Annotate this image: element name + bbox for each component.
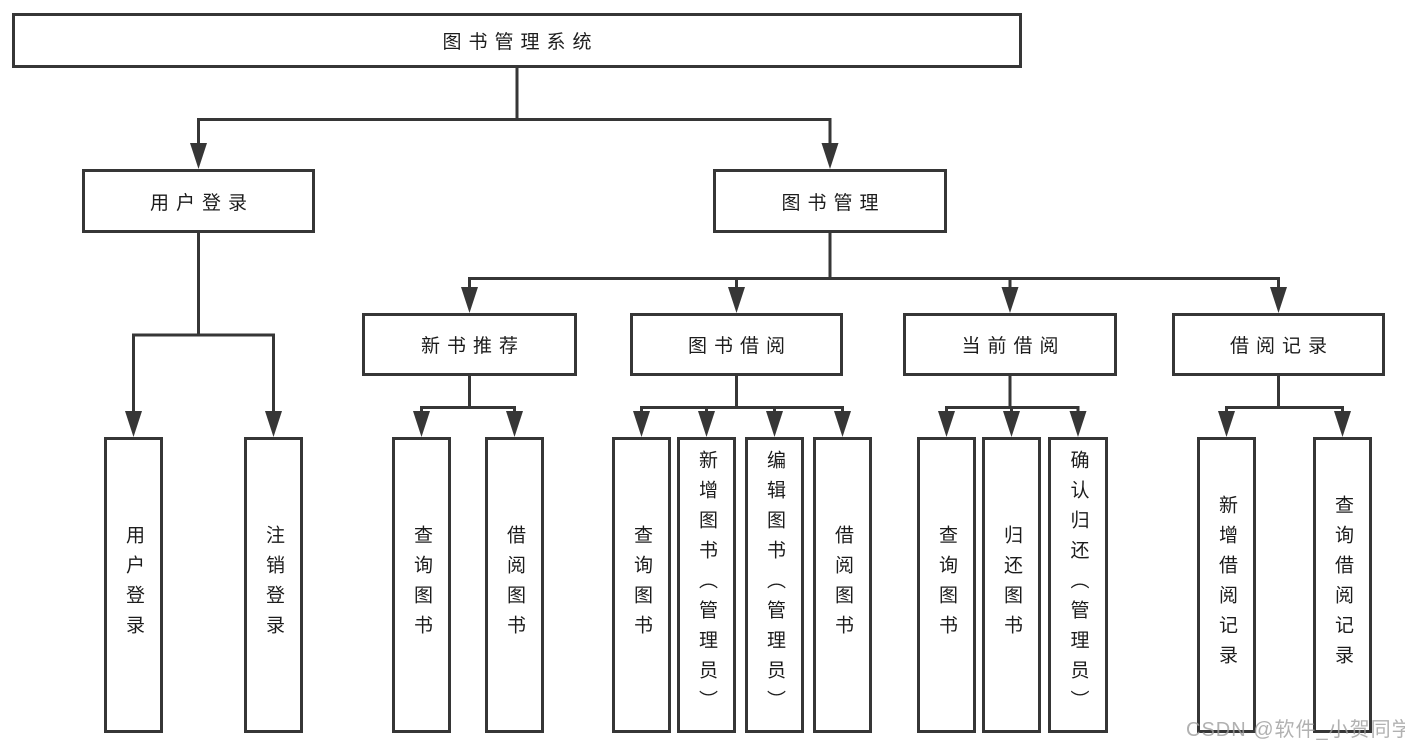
arrowhead-icon — [938, 411, 955, 437]
leaf-label: 新增借阅记录 — [1216, 495, 1237, 675]
arrowhead-icon — [1270, 287, 1287, 313]
arrowhead-icon — [766, 411, 783, 437]
leaf-label: 查询图书 — [411, 525, 432, 645]
leaf-borrow-books-recommend: 借阅图书 — [485, 437, 544, 733]
arrowhead-icon — [265, 411, 282, 437]
arrowhead-icons — [125, 143, 1351, 437]
arrowhead-icon — [728, 287, 745, 313]
arrowhead-icon — [1003, 411, 1020, 437]
leaf-return-books: 归还图书 — [982, 437, 1041, 733]
leaf-query-borrow-record: 查询借阅记录 — [1313, 437, 1372, 733]
leaf-confirm-return-admin: 确认归还（管理员） — [1048, 437, 1108, 733]
leaf-add-borrow-record: 新增借阅记录 — [1197, 437, 1256, 733]
elbow-connectors — [132, 68, 1344, 431]
leaf-query-books-recommend: 查询图书 — [392, 437, 451, 733]
leaf-label: 归还图书 — [1001, 525, 1022, 645]
leaf-logout: 注销登录 — [244, 437, 303, 733]
node-borrow-records: 借阅记录 — [1172, 313, 1385, 376]
leaf-edit-books-admin: 编辑图书（管理员） — [745, 437, 804, 733]
leaf-user-login: 用户登录 — [104, 437, 163, 733]
leaf-label: 查询图书 — [936, 525, 957, 645]
arrowhead-icon — [413, 411, 430, 437]
leaf-label: 借阅图书 — [504, 525, 525, 645]
leaf-add-books-admin: 新增图书（管理员） — [677, 437, 736, 733]
node-current-borrowing: 当前借阅 — [903, 313, 1117, 376]
arrowhead-icon — [1334, 411, 1351, 437]
arrowhead-icon — [698, 411, 715, 437]
node-book-management: 图书管理 — [713, 169, 947, 233]
leaf-label: 查询借阅记录 — [1332, 495, 1353, 675]
arrowhead-icon — [190, 143, 207, 169]
arrowhead-icon — [1001, 287, 1019, 313]
leaf-label: 新增图书（管理员） — [696, 450, 717, 720]
arrowhead-icon — [506, 411, 523, 437]
arrowhead-icon — [821, 143, 839, 169]
leaf-label: 用户登录 — [123, 525, 144, 645]
arrowhead-icon — [834, 411, 851, 437]
arrowhead-icon — [633, 411, 650, 437]
arrowhead-icon — [461, 287, 478, 313]
arrowhead-icon — [1218, 411, 1235, 437]
leaf-label: 编辑图书（管理员） — [764, 450, 785, 720]
node-user-login: 用户登录 — [82, 169, 315, 233]
leaf-query-books-borrowing: 查询图书 — [612, 437, 671, 733]
leaf-label: 查询图书 — [631, 525, 652, 645]
leaf-label: 借阅图书 — [832, 525, 853, 645]
node-book-borrowing: 图书借阅 — [630, 313, 843, 376]
leaf-query-books-current: 查询图书 — [917, 437, 976, 733]
arrowhead-icon — [1069, 411, 1087, 437]
leaf-label: 注销登录 — [263, 525, 284, 645]
csdn-watermark: CSDN @软件_小贺同学 — [1186, 719, 1405, 741]
node-new-book-recommend: 新书推荐 — [362, 313, 577, 376]
leaf-label: 确认归还（管理员） — [1067, 450, 1089, 720]
arrowhead-icon — [125, 411, 142, 437]
leaf-borrow-books: 借阅图书 — [813, 437, 872, 733]
node-root-system: 图书管理系统 — [12, 13, 1022, 68]
